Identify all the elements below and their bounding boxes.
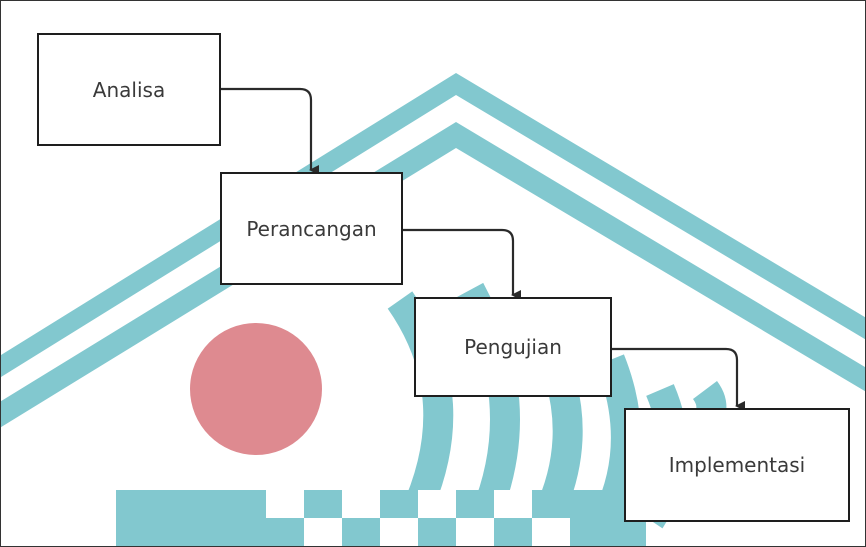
arrow-analisa-to-perancangan [221, 87, 319, 175]
watermark-red-circle [190, 323, 322, 455]
arrow-pengujian-to-implementasi [611, 347, 745, 411]
arrow-perancangan-to-pengujian [402, 228, 521, 300]
step-pengujian-label: Pengujian [464, 335, 562, 359]
watermark-arch-outer [0, 73, 866, 378]
step-analisa-label: Analisa [92, 77, 166, 102]
step-implementasi-label: Implementasi [668, 453, 806, 477]
step-pengujian-box[interactable]: Pengujian [414, 297, 612, 397]
watermark-checker [266, 490, 570, 547]
watermark-arch-inner [0, 122, 866, 428]
step-analisa-box[interactable]: Analisa [37, 33, 221, 146]
step-perancangan-box[interactable]: Perancangan [220, 172, 403, 285]
step-perancangan-label: Perancangan [246, 216, 377, 241]
step-implementasi-box[interactable]: Implementasi [624, 408, 850, 522]
